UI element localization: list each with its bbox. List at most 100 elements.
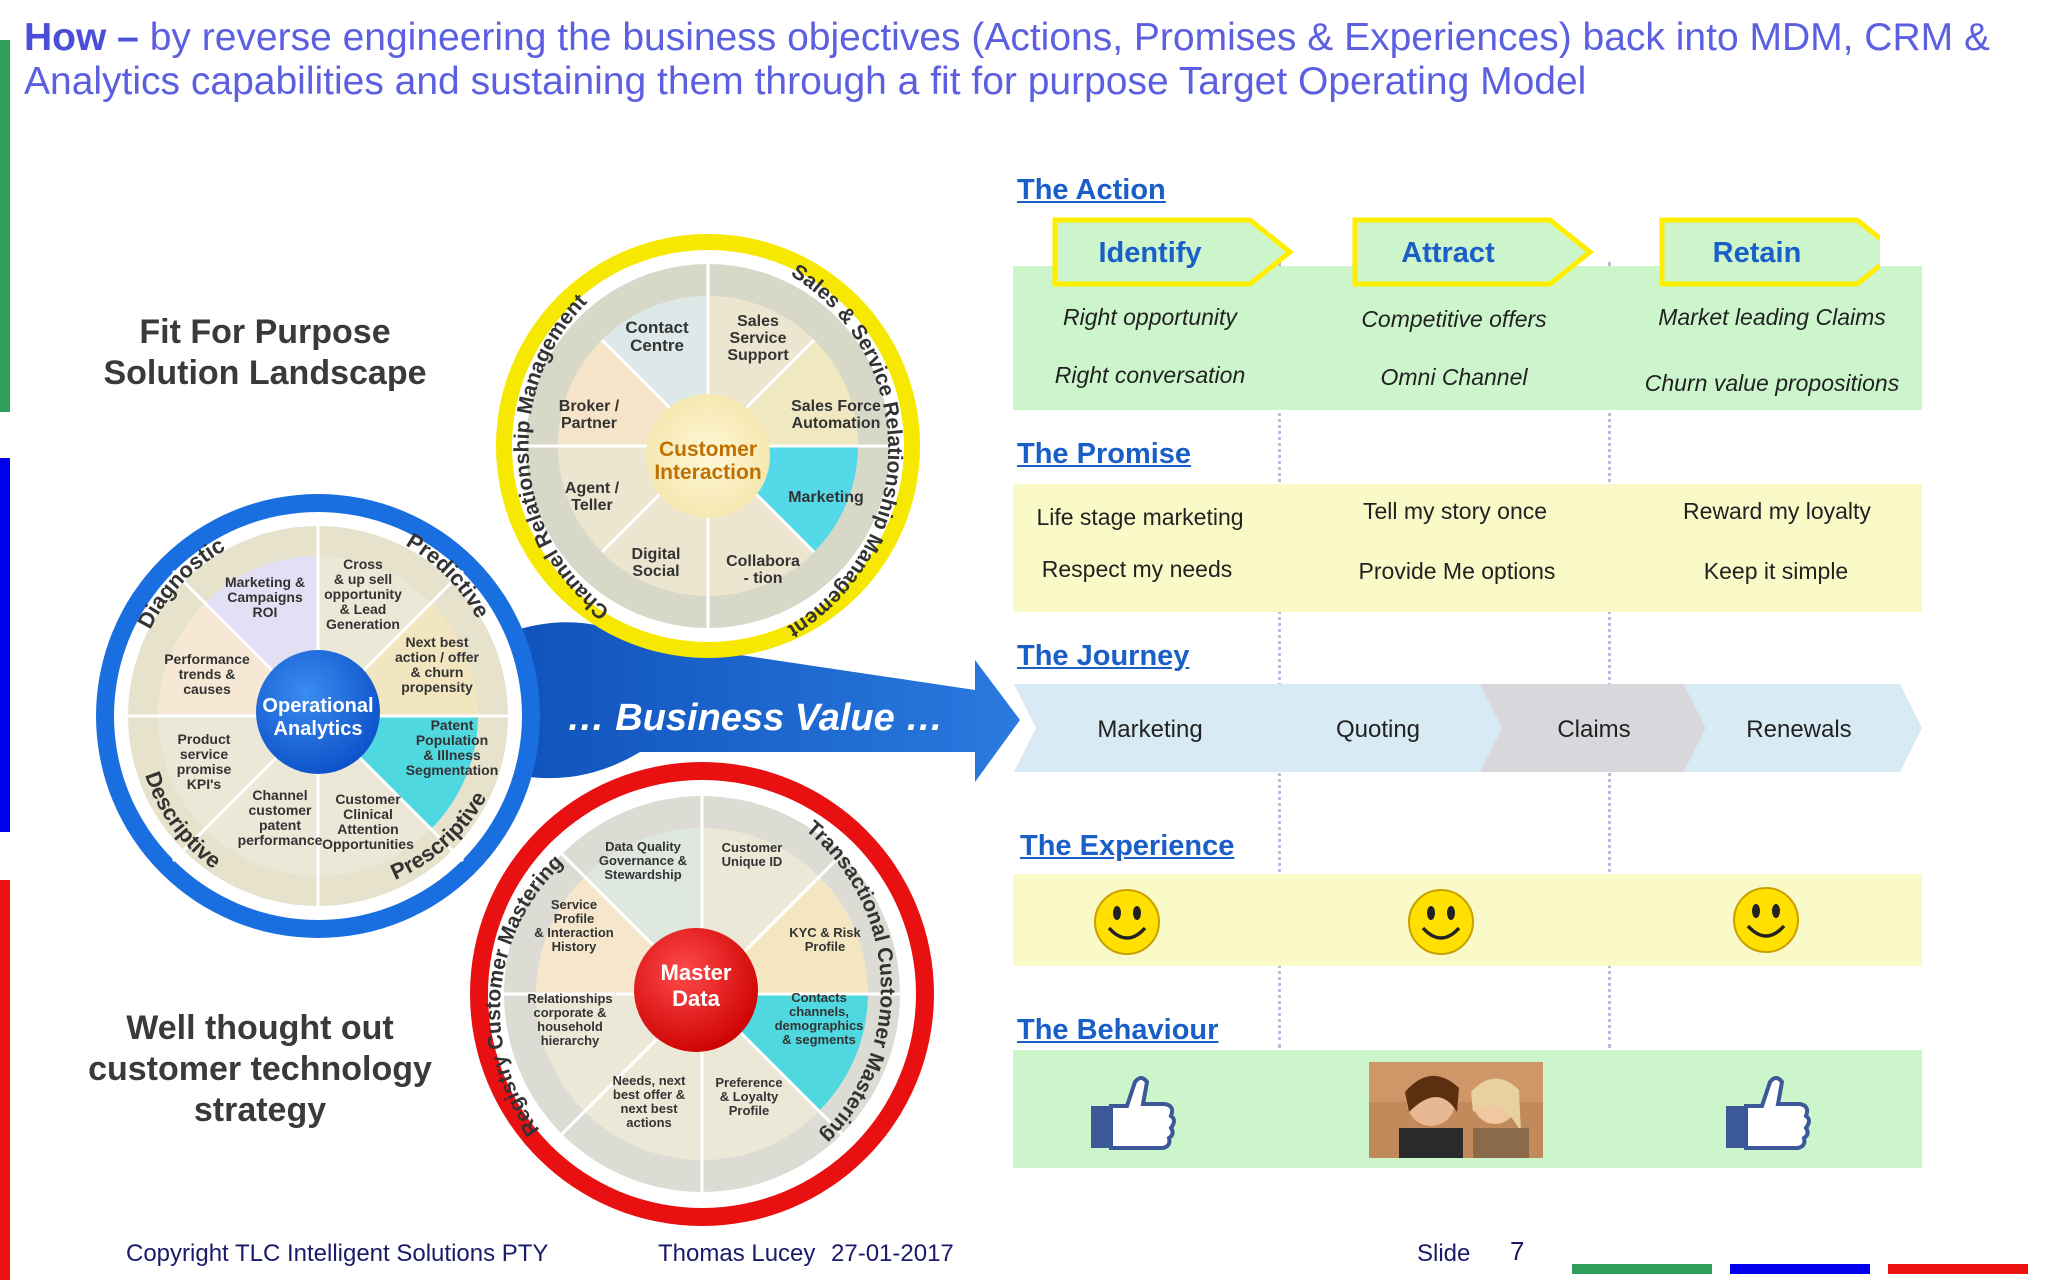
mdm-wheel [470,762,934,1226]
wheels-diagram: Sales & Service Relationship Management … [96,234,1020,1226]
tag-attract-label: Attract [1401,237,1495,269]
footer-slide-number: 7 [1510,1236,1525,1266]
crm-segment-agent: Agent /Teller [565,480,620,514]
crm-segment-broker: Broker /Partner [559,398,620,432]
journey-step-quoting [1262,684,1506,772]
mdm-center-line2: Data [672,986,720,1011]
analytics-center-line2: Analytics [274,718,363,740]
footer-date: 27-01-2017 [831,1240,954,1267]
action-r2-c3: Churn value propositions [1644,370,1900,396]
divider-1 [1278,262,1281,1048]
journey-label-quoting: Quoting [1336,716,1420,743]
crm-segment-marketing: Marketing [788,489,864,506]
journey-label-claims: Claims [1557,716,1630,743]
footer-bar-blue [1730,1264,1870,1274]
promise-r1-c1: Life stage marketing [1036,504,1244,530]
heading-the-experience: The Experience [1020,830,1235,862]
footer-author: Thomas Lucey [658,1240,816,1267]
accent-bar-green [0,40,10,412]
action-r1-c3: Market leading Claims [1658,304,1886,330]
action-tags: Identify Attract Retain [1052,217,1880,287]
journey-steps: Marketing Quoting Claims Renewals [1014,684,1922,772]
tag-identify-label: Identify [1098,237,1201,269]
journey-label-marketing: Marketing [1097,716,1202,743]
tag-identify [1052,217,1295,287]
fit-line2: Solution Landscape [103,354,427,392]
heading-the-behaviour: The Behaviour [1017,1014,1219,1046]
action-r2-c1: Right conversation [1054,362,1246,388]
business-value-label: … Business Value … [567,697,944,739]
journey-step-claims [1480,684,1706,772]
heading-the-promise: The Promise [1017,438,1192,470]
analytics-wheel [96,494,540,938]
fit-for-purpose-label: Fit For Purpose Solution Landscape [60,312,470,394]
strategy-label: Well thought out customer technology str… [50,1008,470,1131]
action-band [1013,266,1922,410]
tag-attract [1352,217,1595,287]
tag-retain [1659,217,1880,287]
heading-the-action: The Action [1017,174,1166,206]
business-value-arrow [470,622,1020,782]
title-bold: How – [24,16,139,59]
accent-bar-red [0,880,10,1280]
behaviour-icons [1091,1062,1811,1158]
smiley-icon [1094,889,1160,955]
promise-r1-c2: Tell my story once [1362,498,1548,524]
analytics-center-line1: Operational [262,695,373,717]
divider-2 [1608,262,1611,1048]
promise-r2-c1: Respect my needs [1041,556,1233,582]
slide-title: How – by reverse engineering the busines… [24,16,2034,104]
strategy-line2: customer technology [88,1050,432,1088]
crm-wheel [496,234,920,658]
heading-the-journey: The Journey [1017,640,1190,672]
crm-center-line1: Customer [659,438,757,461]
crm-segment-collab: Collabora- tion [726,553,800,587]
journey-step-renewals [1684,684,1922,772]
journey-label-renewals: Renewals [1746,716,1851,743]
action-r1-c1: Right opportunity [1063,304,1237,330]
strategy-line3: strategy [193,1091,327,1129]
thumbs-up-icon [1091,1076,1176,1150]
title-rest: by reverse engineering the business obje… [24,16,1990,103]
action-r1-c2: Competitive offers [1361,306,1547,332]
promise-r2-c2: Provide Me options [1358,558,1556,584]
smiley-icon [1408,889,1474,955]
action-r2-c2: Omni Channel [1380,364,1528,390]
promise-r1-c3: Reward my loyalty [1683,498,1871,524]
whispering-photo [1369,1062,1543,1158]
tag-retain-label: Retain [1713,237,1802,269]
experience-icons [1094,887,1799,955]
smiley-icon [1733,887,1799,953]
accent-bar-blue [0,458,10,832]
crm-center-line2: Interaction [654,461,761,484]
promise-band [1013,484,1922,612]
strategy-line1: Well thought out [126,1009,394,1047]
fit-line1: Fit For Purpose [139,313,391,351]
thumbs-up-icon [1726,1076,1811,1150]
footer-copyright: Copyright TLC Intelligent Solutions PTY [126,1240,549,1267]
footer-bar-red [1888,1264,2028,1274]
footer-slide-label: Slide [1417,1240,1471,1267]
footer-bar-green [1572,1264,1712,1274]
journey-step-marketing [1014,684,1286,772]
